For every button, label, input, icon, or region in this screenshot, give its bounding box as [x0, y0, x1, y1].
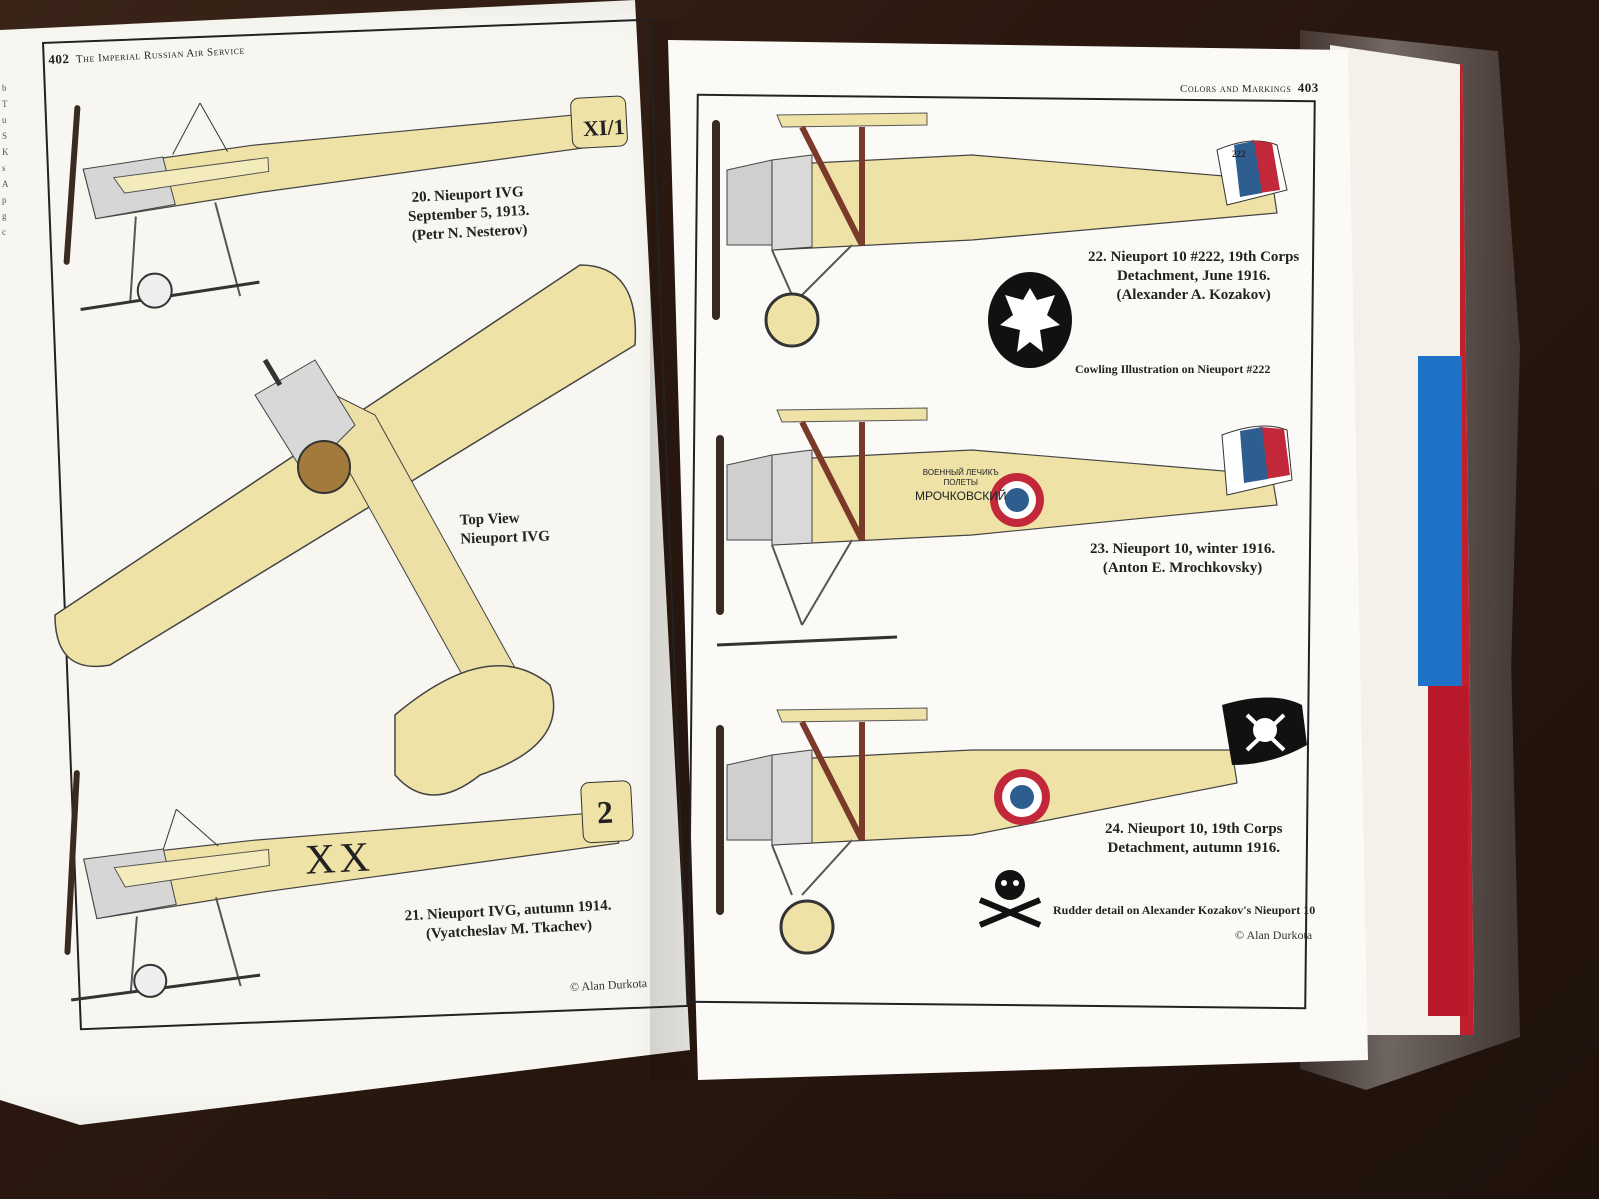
- caption-22: 22. Nieuport 10 #222, 19th Corps Detachm…: [1088, 248, 1299, 305]
- right-credit: © Alan Durkota: [1235, 928, 1313, 942]
- nieuport-ivg-21-side-view: [64, 770, 634, 1002]
- right-page-number: 403: [1297, 80, 1319, 95]
- cover-stripe-blue: [1418, 356, 1462, 686]
- caption-24-line-1: 24. Nieuport 10, 19th Corps: [1105, 821, 1283, 837]
- nieuport-10-23-side-view: [716, 407, 1293, 647]
- nieuport-ivg-20-side-view: [63, 95, 628, 311]
- caption-rudder-line-1: Rudder detail on Alexander Kozakov's Nie…: [1053, 903, 1316, 917]
- caption-cowling-line-1: Cowling Illustration on Nieuport #222: [1075, 362, 1271, 376]
- right-running-head: Colors and Markings 403: [1180, 80, 1319, 96]
- inscription-line-1: ВОЕННЫЙ ЛЕЧИКЪ: [922, 468, 999, 477]
- caption-20: 20. Nieuport IVG September 5, 1913. (Pet…: [407, 183, 531, 246]
- tail-number-222: 222: [1232, 149, 1246, 159]
- caption-top-view-line-2: Nieuport IVG: [460, 528, 551, 548]
- caption-24-line-2: Detachment, autumn 1916.: [1107, 840, 1281, 856]
- fuselage-mark-xx: XX: [303, 834, 375, 884]
- caption-23: 23. Nieuport 10, winter 1916. (Anton E. …: [1090, 540, 1275, 578]
- caption-top-view: Top View Nieuport IVG: [459, 508, 550, 549]
- inscription-line-2: ПОЛЕТЫ: [943, 478, 978, 487]
- caption-24: 24. Nieuport 10, 19th Corps Detachment, …: [1105, 820, 1283, 858]
- caption-rudder-detail: Rudder detail on Alexander Kozakov's Nie…: [1053, 903, 1315, 918]
- skull-crossbones-icon: [978, 870, 1042, 928]
- right-running-head-text: Colors and Markings: [1180, 83, 1292, 95]
- caption-23-line-1: 23. Nieuport 10, winter 1916.: [1090, 541, 1276, 557]
- nieuport-ivg-top-view: [54, 264, 637, 796]
- tail-mark-21: 2: [596, 793, 614, 831]
- nieuport-10-22-side-view: [712, 112, 1288, 348]
- caption-22-line-3: (Alexander A. Kozakov): [1116, 287, 1271, 303]
- nieuport-10-24-side-view: [716, 697, 1307, 955]
- imperial-eagle-cowling-icon: [988, 272, 1072, 368]
- caption-22-line-1: 22. Nieuport 10 #222, 19th Corps: [1088, 249, 1300, 265]
- cover-stripe-red: [1428, 686, 1468, 1016]
- tail-mark-20: XI/1: [582, 113, 626, 142]
- caption-22-line-2: Detachment, June 1916.: [1116, 268, 1271, 284]
- fuselage-inscription: ВОЕННЫЙ ЛЕЧИКЪ ПОЛЕТЫ МРОЧКОВСКИЙ: [915, 468, 1007, 504]
- caption-23-line-2: (Anton E. Mrochkovsky): [1102, 560, 1263, 576]
- caption-cowling: Cowling Illustration on Nieuport #222: [1075, 362, 1270, 377]
- inscription-line-3: МРОЧКОВСКИЙ: [915, 489, 1007, 503]
